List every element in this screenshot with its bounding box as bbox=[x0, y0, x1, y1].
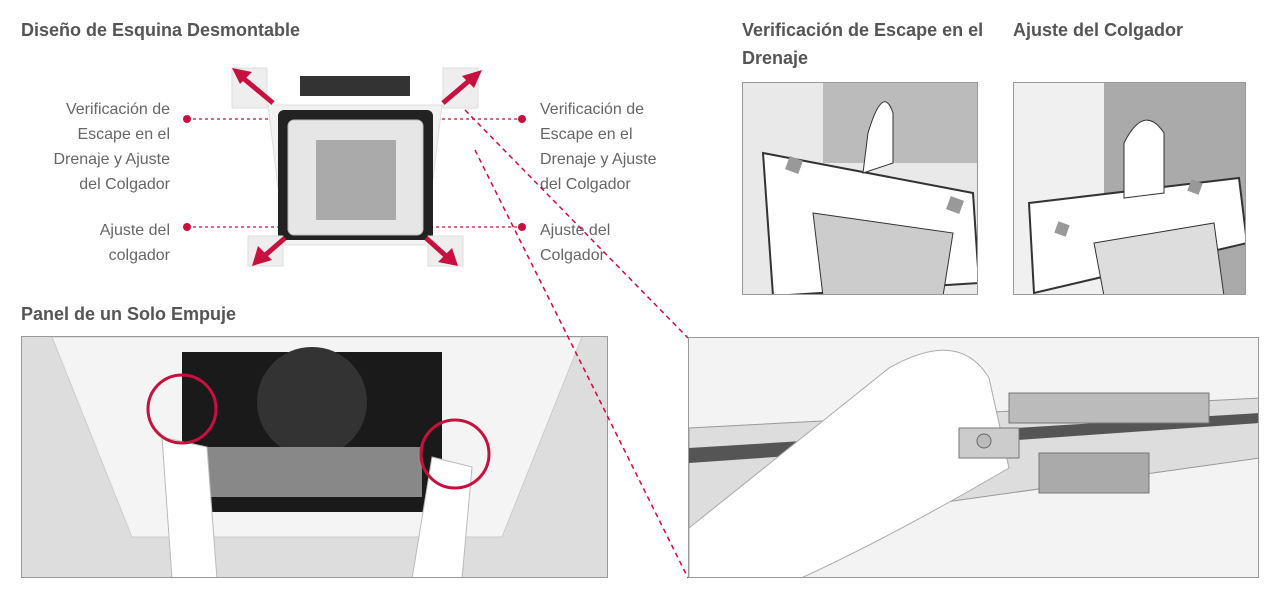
label-bottom-left: Ajuste del colgador bbox=[99, 222, 170, 264]
panel-push-photo bbox=[21, 336, 608, 578]
drain-section-title: Verificación de Escape en el Drenaje bbox=[742, 20, 984, 68]
drain-check-image bbox=[742, 82, 978, 295]
label-top-left: Verificación de Escape en el Drenaje y A… bbox=[53, 101, 170, 193]
label-top-right: Verificación de Escape en el Drenaje y A… bbox=[540, 101, 657, 193]
label-bottom-right: Ajuste del Colgador bbox=[540, 222, 611, 264]
hanger-section-title: Ajuste del Colgador bbox=[1013, 20, 1184, 40]
hanger-adjust-image bbox=[1013, 82, 1246, 295]
push-section-title: Panel de un Solo Empuje bbox=[21, 304, 237, 324]
corner-section-title: Diseño de Esquina Desmontable bbox=[21, 20, 301, 40]
panel-closeup-image bbox=[688, 337, 1259, 578]
